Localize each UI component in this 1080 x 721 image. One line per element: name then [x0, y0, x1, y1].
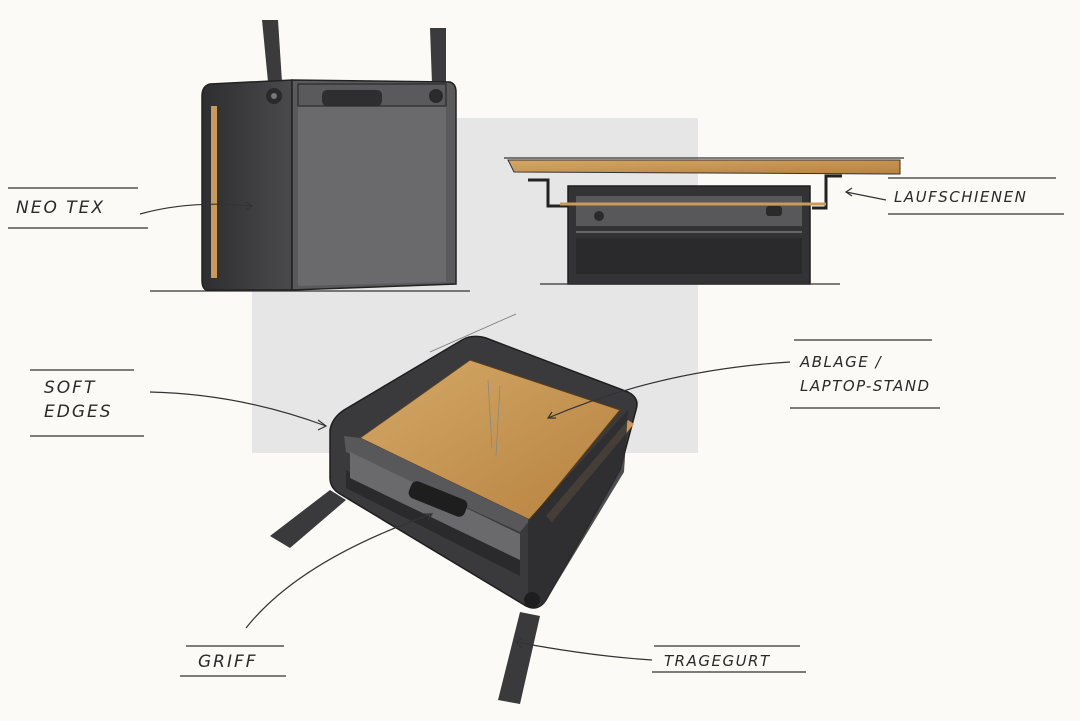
label-laufschienen: LAUFSCHIENEN	[894, 188, 1028, 206]
label-soft-edges: SOFT EDGES	[44, 376, 113, 424]
label-neotex: NEO TEX	[16, 198, 106, 218]
label-soft-edges-line1: SOFT	[44, 378, 97, 398]
side-view-bag	[150, 20, 470, 292]
under-table-view	[504, 157, 904, 285]
label-griff: GRIFF	[198, 652, 258, 672]
label-ablage-line2: LAPTOP-STAND	[800, 377, 931, 395]
label-tragegurt: TRAGEGURT	[664, 652, 771, 670]
label-soft-edges-line2: EDGES	[44, 402, 113, 422]
perspective-drawer	[270, 313, 640, 704]
label-ablage-line1: ABLAGE /	[800, 353, 883, 371]
label-ablage-laptop-stand: ABLAGE / LAPTOP-STAND	[800, 350, 931, 398]
annotation-lines	[8, 177, 1064, 677]
